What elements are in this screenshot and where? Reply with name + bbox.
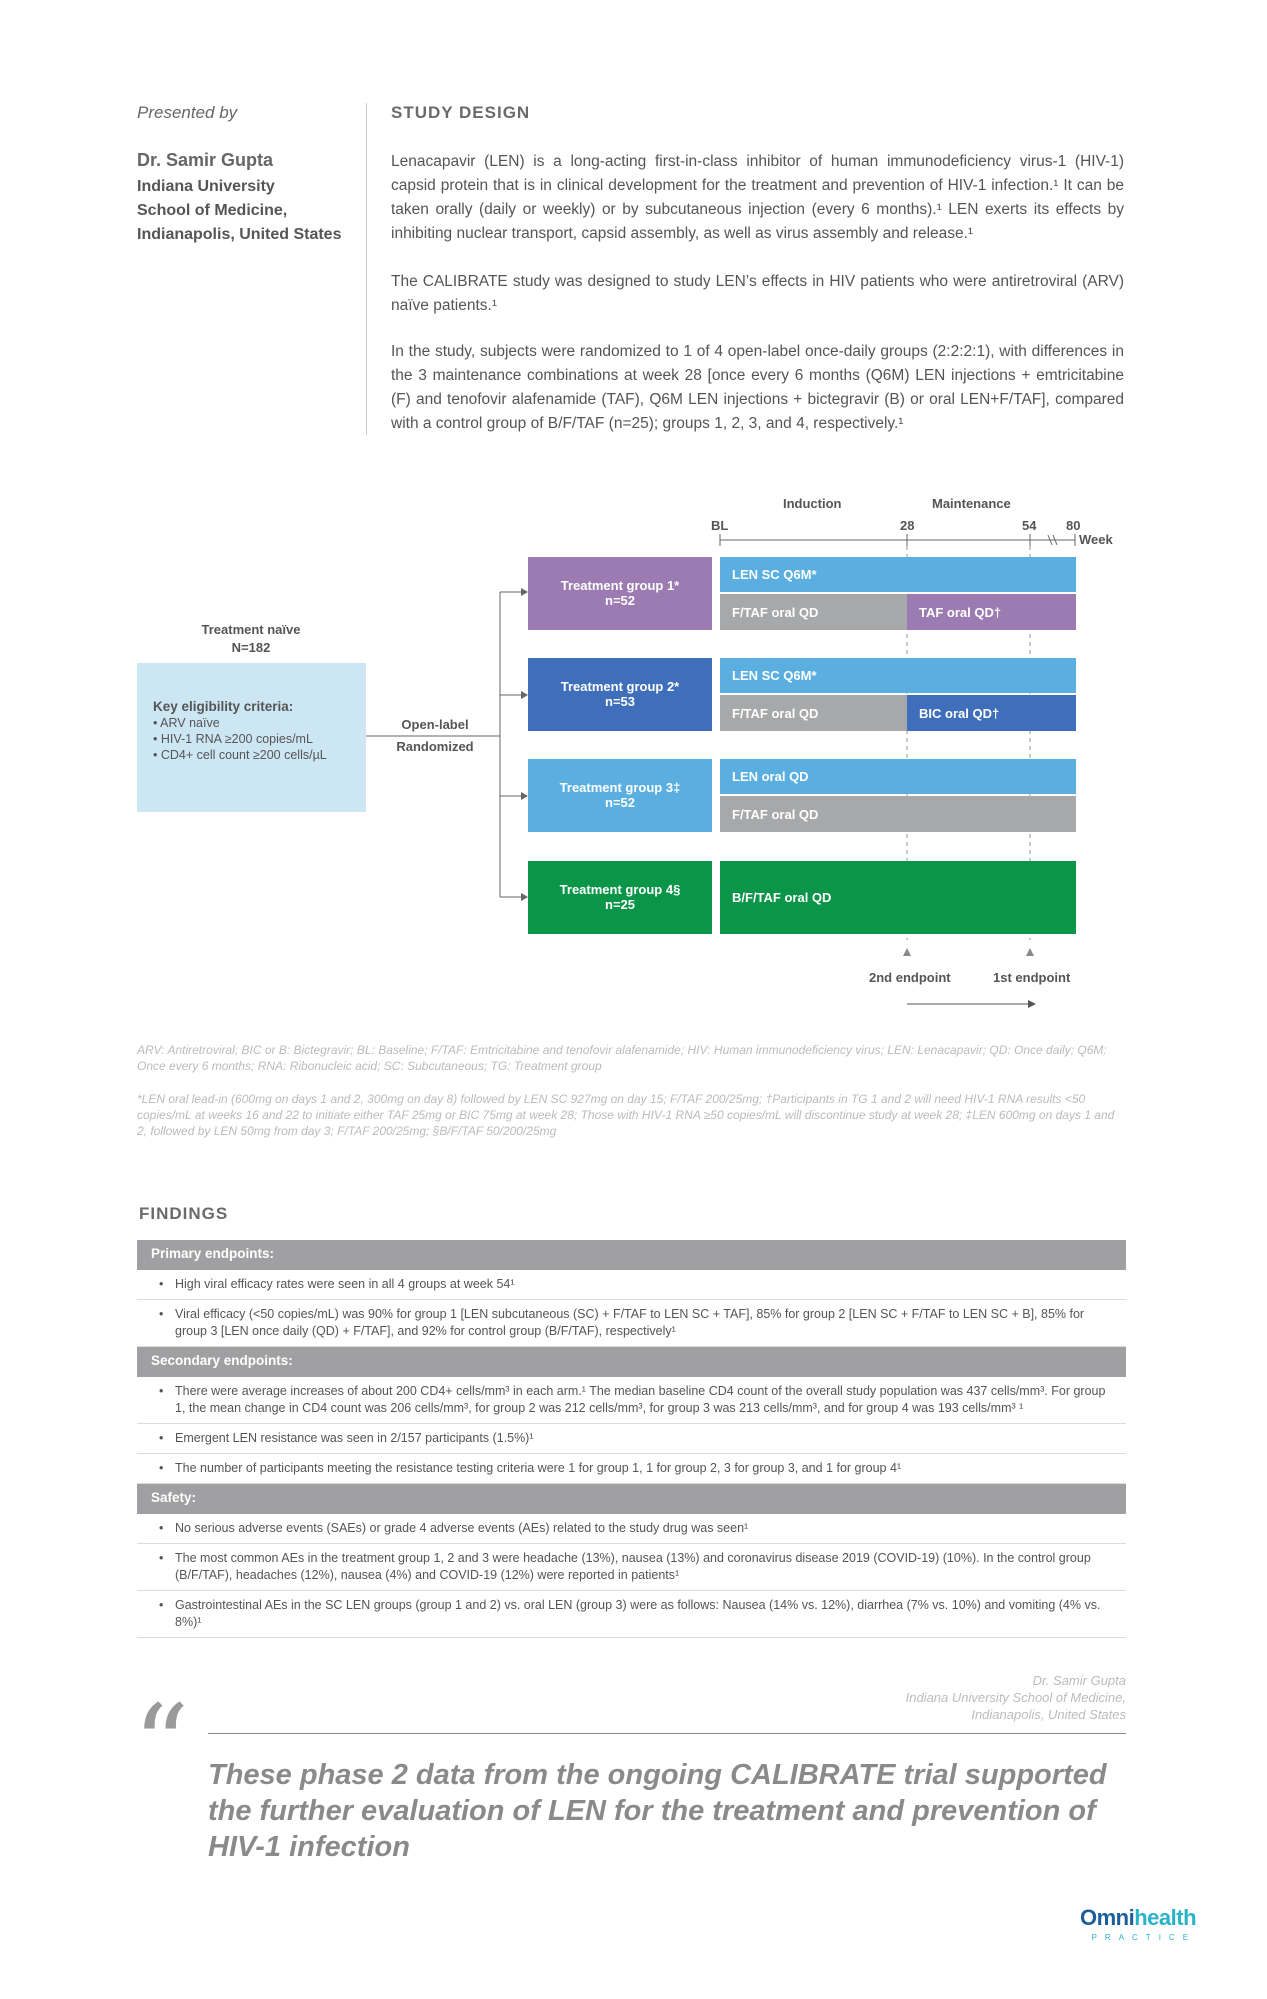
presenter-name: Dr. Samir Gupta — [137, 150, 274, 170]
criteria-item: • HIV-1 RNA ≥200 copies/mL — [153, 732, 313, 746]
study-design-title: STUDY DESIGN — [391, 103, 531, 122]
randomization-label-1: Open-label — [401, 717, 469, 732]
group-n: n=53 — [605, 694, 635, 709]
group-n: n=25 — [605, 897, 635, 912]
timeline-week-28: 28 — [900, 518, 915, 533]
treatment-group-3: Treatment group 3‡ n=52 — [528, 759, 712, 832]
affiliation-line: Indiana University — [137, 178, 275, 195]
study-paragraph: The CALIBRATE study was designed to stud… — [391, 273, 1124, 314]
findings-item: Gastrointestinal AEs in the SC LEN group… — [137, 1591, 1126, 1638]
group-n: n=52 — [605, 593, 635, 608]
findings-item: There were average increases of about 20… — [137, 1377, 1126, 1424]
study-paragraph: In the study, subjects were randomized t… — [391, 343, 1124, 432]
group-name: Treatment group 2* — [560, 679, 680, 694]
eligibility-box: Key eligibility criteria: • ARV naïve • … — [137, 663, 366, 812]
population-n: N=182 — [231, 640, 271, 655]
randomization-label-2: Randomized — [396, 739, 474, 754]
findings-item: Viral efficacy (<50 copies/mL) was 90% f… — [137, 1300, 1126, 1347]
timeline-week-80: 80 — [1066, 518, 1081, 533]
timeline-unit: Week — [1079, 532, 1113, 547]
phase-maintenance-label: Maintenance — [932, 496, 1011, 511]
study-paragraph: Lenacapavir (LEN) is a long-acting first… — [391, 153, 1124, 242]
affiliation-line: School of Medicine, — [137, 202, 288, 219]
bar-g4-bftaf: B/F/TAF oral QD — [720, 861, 1076, 934]
treatment-group-2: Treatment group 2* n=53 — [528, 658, 712, 731]
bar-g2-len-sc: LEN SC Q6M* — [720, 658, 1076, 693]
findings-section-heading: Primary endpoints: — [137, 1240, 1126, 1270]
signature-line: Indiana University School of Medicine, — [905, 1690, 1126, 1705]
notes-footnote: *LEN oral lead-in (600mg on days 1 and 2… — [137, 1092, 1115, 1138]
logo-sub: PRACTICE — [1091, 1933, 1197, 1942]
phase-induction-label: Induction — [783, 496, 842, 511]
group-name: Treatment group 3‡ — [559, 780, 681, 795]
findings-item: Emergent LEN resistance was seen in 2/15… — [137, 1424, 1126, 1454]
bar-g1-len-sc: LEN SC Q6M* — [720, 557, 1076, 592]
findings-section-heading: Secondary endpoints: — [137, 1347, 1126, 1377]
quote-text: These phase 2 data from the ongoing CALI… — [208, 1759, 1107, 1863]
criteria-item: • CD4+ cell count ≥200 cells/µL — [153, 748, 327, 762]
logo-part-1: Omni — [1080, 1905, 1135, 1930]
findings-item: The most common AEs in the treatment gro… — [137, 1544, 1126, 1591]
quote-divider — [208, 1733, 1126, 1734]
endpoint-1-label: 1st endpoint — [993, 970, 1071, 985]
findings-section-heading: Safety: — [137, 1484, 1126, 1514]
abbreviations-footnote: ARV: Antiretroviral; BIC or B: Bictegrav… — [137, 1043, 1107, 1073]
signature-line: Indianapolis, United States — [971, 1707, 1126, 1722]
group-name: Treatment group 1* — [560, 578, 680, 593]
signature: Dr. Samir Gupta Indiana University Schoo… — [906, 1672, 1126, 1723]
bar-g3-len-oral: LEN oral QD — [720, 759, 1076, 794]
findings-title: FINDINGS — [139, 1204, 229, 1223]
bar-g3-ftaf: F/TAF oral QD — [720, 796, 1076, 832]
population-title: Treatment naïve — [201, 622, 301, 637]
group-n: n=52 — [605, 795, 635, 810]
presented-by-label: Presented by — [137, 103, 238, 122]
findings-table: Primary endpoints: High viral efficacy r… — [137, 1240, 1126, 1638]
group-name: Treatment group 4§ — [559, 882, 681, 897]
findings-item: The number of participants meeting the r… — [137, 1454, 1126, 1484]
findings-item: No serious adverse events (SAEs) or grad… — [137, 1514, 1126, 1544]
quote-mark-icon: “ — [133, 1681, 190, 1809]
timeline-bl: BL — [711, 518, 729, 533]
treatment-group-4: Treatment group 4§ n=25 — [528, 861, 712, 934]
bar-g2-ftaf: F/TAF oral QD — [720, 695, 907, 731]
criteria-title: Key eligibility criteria: — [153, 699, 294, 714]
criteria-item: • ARV naïve — [153, 716, 220, 730]
logo-part-2: health — [1134, 1905, 1197, 1930]
timeline-week-54: 54 — [1022, 518, 1037, 533]
affiliation-line: Indianapolis, United States — [137, 226, 342, 243]
treatment-group-1: Treatment group 1* n=52 — [528, 557, 712, 630]
findings-item: High viral efficacy rates were seen in a… — [137, 1270, 1126, 1300]
bar-g1-ftaf: F/TAF oral QD — [720, 594, 907, 630]
bar-g2-bic: BIC oral QD† — [907, 695, 1076, 731]
bar-g1-taf: TAF oral QD† — [907, 594, 1076, 630]
omnihealth-logo: Omnihealth PRACTICE — [1080, 1905, 1197, 1942]
signature-line: Dr. Samir Gupta — [1032, 1673, 1126, 1688]
presenter-affiliation: Indiana University School of Medicine, I… — [137, 175, 377, 247]
header-divider — [366, 103, 367, 435]
endpoint-2-label: 2nd endpoint — [869, 970, 951, 985]
